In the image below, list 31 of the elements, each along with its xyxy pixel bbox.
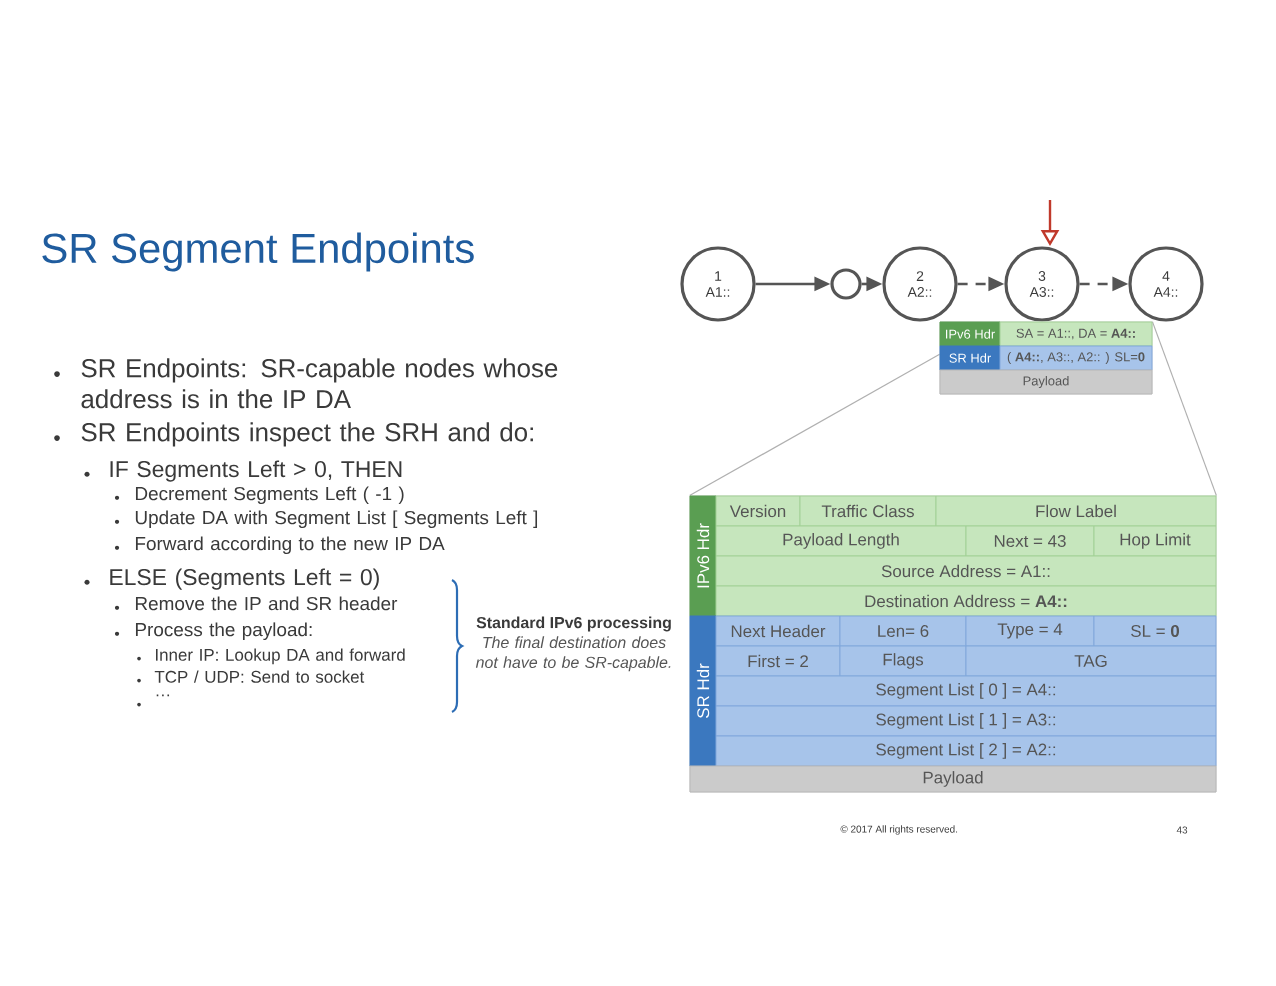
header-field: Payload [689, 765, 1217, 793]
bullet-item: SR Endpoints inspect the SRH and do: [54, 422, 533, 447]
header-field: SL = 0 [1093, 615, 1217, 647]
header-tag: IPv6 Hdr [689, 495, 717, 617]
bullet-item: Remove the IP and SR header [114, 596, 398, 611]
bullet-item: SR Endpoints: SR-capable nodes whose address is in the IP DA [54, 358, 558, 409]
header-field: Next Header [715, 615, 841, 647]
header-field: Destination Address = A4:: [715, 585, 1217, 617]
bullet-item: Inner IP: Lookup DA and forward [137, 648, 405, 665]
header-field: Hop Limit [1093, 525, 1217, 557]
header-field: First = 2 [715, 645, 841, 677]
header-field: Segment List [ 1 ] = A3:: [715, 705, 1217, 737]
leader-line [689, 353, 941, 497]
header-field: Traffic Class [799, 495, 937, 527]
header-field: Version [715, 495, 801, 527]
bullet-item: Decrement Segments Left ( -1 ) [114, 486, 404, 505]
bullet-item: Process the payload: [114, 622, 312, 641]
bullet-item: Update DA with Segment List [ Segments Left ] [114, 510, 537, 529]
bullet-item: IF Segments Left > 0, THEN [84, 460, 402, 482]
header-field: Len= 6 [839, 615, 967, 647]
bullet-item: TCP / UDP: Send to socket [137, 670, 365, 683]
header-field: Segment List [ 2 ] = A2:: [715, 735, 1217, 767]
bullet-item: … [137, 694, 170, 707]
bullet-item: Forward according to the new IP DA [114, 536, 445, 555]
header-field: Type = 4 [965, 615, 1095, 647]
header-field: Next = 43 [965, 525, 1095, 557]
bullet-item: ELSE (Segments Left = 0) [84, 568, 379, 590]
header-field: Flags [839, 645, 967, 677]
endpoint-circle [830, 268, 862, 300]
title: SR Segment Endpoints [42, 232, 474, 272]
header-tag: SR Hdr [689, 615, 717, 767]
